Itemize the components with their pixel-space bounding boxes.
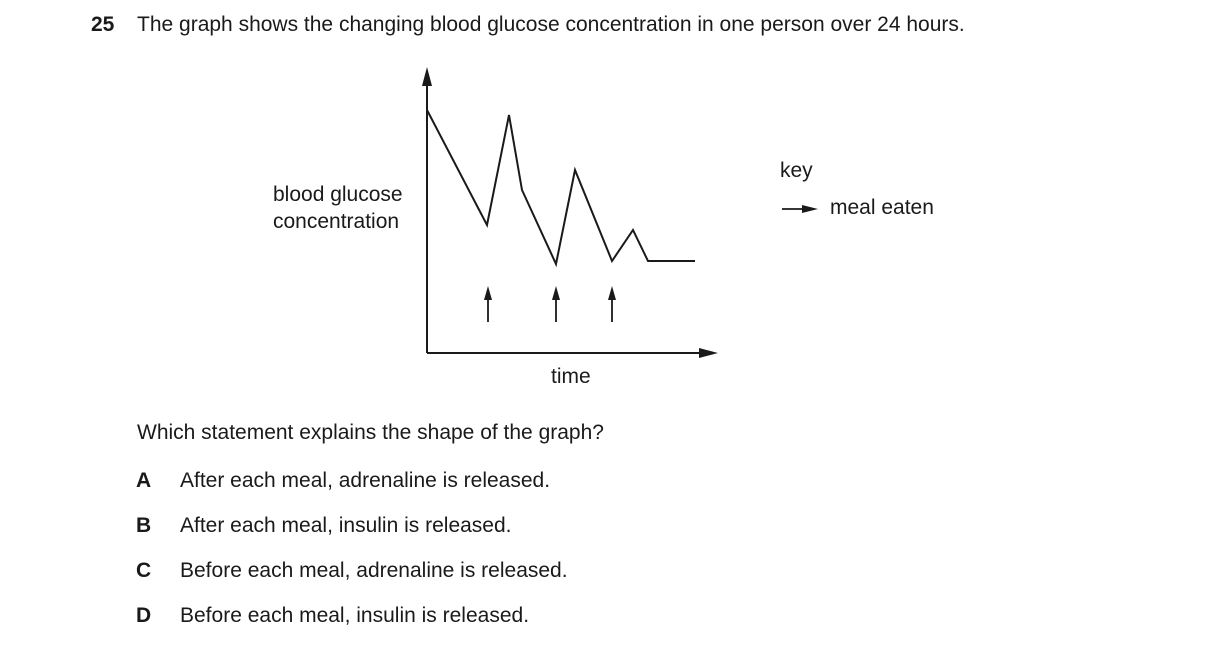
key-arrow-icon [782,205,818,213]
option-letter: B [136,514,152,537]
option-text: After each meal, adrenaline is released. [180,469,551,492]
key-title: key [780,159,813,182]
meal-arrow-3 [608,286,616,322]
option-text: Before each meal, adrenaline is released… [180,559,568,582]
key-label: meal eaten [830,196,934,219]
glucose-curve [426,109,695,268]
option-text: Before each meal, insulin is released. [180,604,530,627]
question-number: 25 [91,13,115,36]
meal-arrow-1 [484,286,492,322]
option-letter: D [136,604,152,627]
y-axis-label: blood glucose concentration [273,181,403,235]
y-axis-label-line-2: concentration [273,210,400,233]
question-text: The graph shows the changing blood gluco… [137,13,965,36]
y-axis-arrowhead [422,67,432,86]
meal-arrow-2 [552,286,560,322]
x-axis-arrowhead [699,348,718,358]
x-axis-label: time [551,365,591,388]
option-letter: C [136,559,152,582]
option-letter: A [136,469,152,492]
y-axis-label-line-1: blood glucose [273,183,403,206]
option-text: After each meal, insulin is released. [180,514,512,537]
question-prompt: Which statement explains the shape of th… [137,421,604,444]
